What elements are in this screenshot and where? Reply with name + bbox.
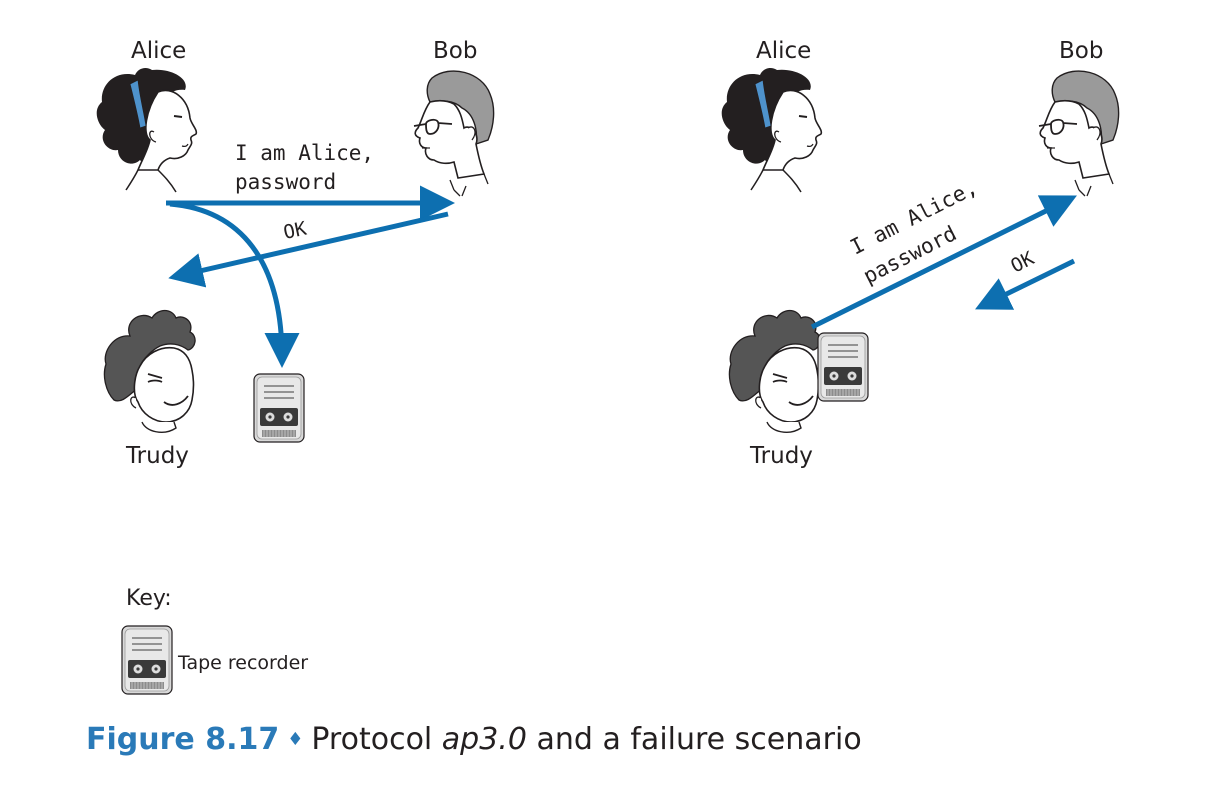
left-scenario: I am Alice, password OK bbox=[95, 66, 495, 443]
alice-label: Alice bbox=[131, 38, 187, 64]
ok-arrow bbox=[975, 258, 1076, 310]
key-title: Key: bbox=[126, 586, 172, 611]
ok-label: OK bbox=[281, 217, 309, 243]
caption-text-after: and a failure scenario bbox=[526, 722, 862, 757]
bob-label: Bob bbox=[1059, 38, 1104, 64]
alice-label: Alice bbox=[756, 38, 812, 64]
figure-number: Figure 8.17 bbox=[86, 722, 280, 757]
ok-label: OK bbox=[1007, 247, 1038, 277]
bob-face-icon bbox=[413, 70, 495, 197]
alice-face-icon bbox=[95, 66, 198, 193]
caption-separator: ♦ bbox=[287, 729, 304, 750]
bob-face-icon bbox=[1038, 70, 1120, 197]
alice-face-icon bbox=[720, 66, 823, 193]
trudy-label: Trudy bbox=[126, 443, 189, 469]
tape-recorder-icon bbox=[817, 332, 869, 402]
caption-text-before: Protocol bbox=[311, 722, 442, 757]
trudy-face-icon bbox=[103, 309, 196, 434]
tape-recorder-icon bbox=[121, 625, 173, 695]
message-line1: I am Alice, bbox=[235, 141, 374, 165]
recording-arrow bbox=[169, 201, 300, 368]
figure-caption: Figure 8.17 ♦ Protocol ap3.0 and a failure… bbox=[86, 722, 862, 757]
replayed-message-arrow bbox=[810, 195, 1077, 330]
key-tape-recorder-label: Tape recorder bbox=[178, 652, 309, 674]
caption-protocol-name: ap3.0 bbox=[441, 722, 527, 757]
ok-arrow bbox=[168, 211, 449, 288]
tape-recorder-icon bbox=[253, 373, 305, 443]
trudy-label: Trudy bbox=[750, 443, 813, 469]
message-line2: password bbox=[235, 170, 336, 194]
bob-label: Bob bbox=[433, 38, 478, 64]
right-scenario: I am Alice, password OK bbox=[720, 66, 1120, 434]
trudy-face-icon bbox=[728, 309, 821, 434]
